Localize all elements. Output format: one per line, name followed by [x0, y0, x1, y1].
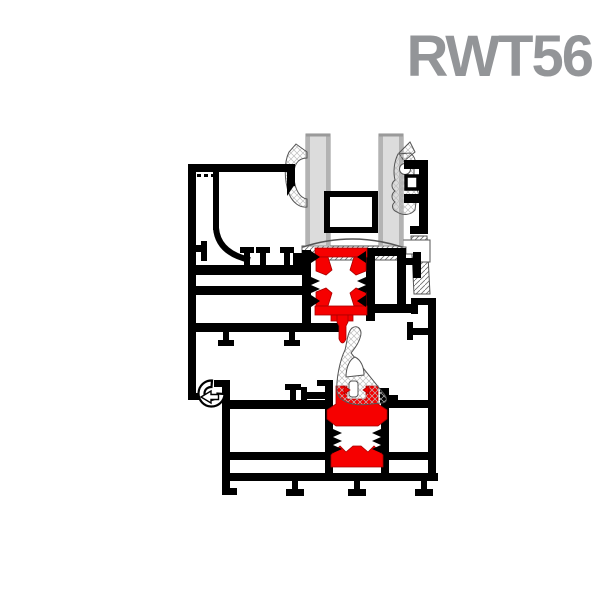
frame-mid-chamber: [188, 250, 340, 346]
sash-profile: [188, 164, 307, 400]
frame-bottom: [214, 380, 438, 496]
glazing-bead: [404, 160, 428, 234]
gasket-slot: [348, 380, 359, 398]
thermal-break-stem: [336, 314, 349, 344]
grip-teeth: [311, 251, 381, 453]
glass-spacer-bar: [324, 191, 378, 233]
frame-bottom-hooks: [222, 481, 433, 496]
page-title: RWT56: [406, 24, 592, 89]
frame-right-wall: [407, 298, 436, 481]
sash-snap-hooks: [240, 247, 294, 266]
bead-clip-slot: [404, 174, 420, 191]
gasket-inner-hole: [345, 356, 365, 378]
thermal-break-upper: [314, 247, 368, 344]
glass-seal-arc: [302, 238, 403, 248]
frame-right-chamber: [366, 248, 421, 321]
corner-clip: [197, 379, 226, 408]
cup-prong-right: [362, 385, 370, 395]
center-flipper-gasket: [336, 326, 387, 406]
clip-arrow-slot: [199, 389, 220, 405]
glass-pane-left: [305, 133, 331, 247]
cup-prong-left: [343, 385, 351, 395]
